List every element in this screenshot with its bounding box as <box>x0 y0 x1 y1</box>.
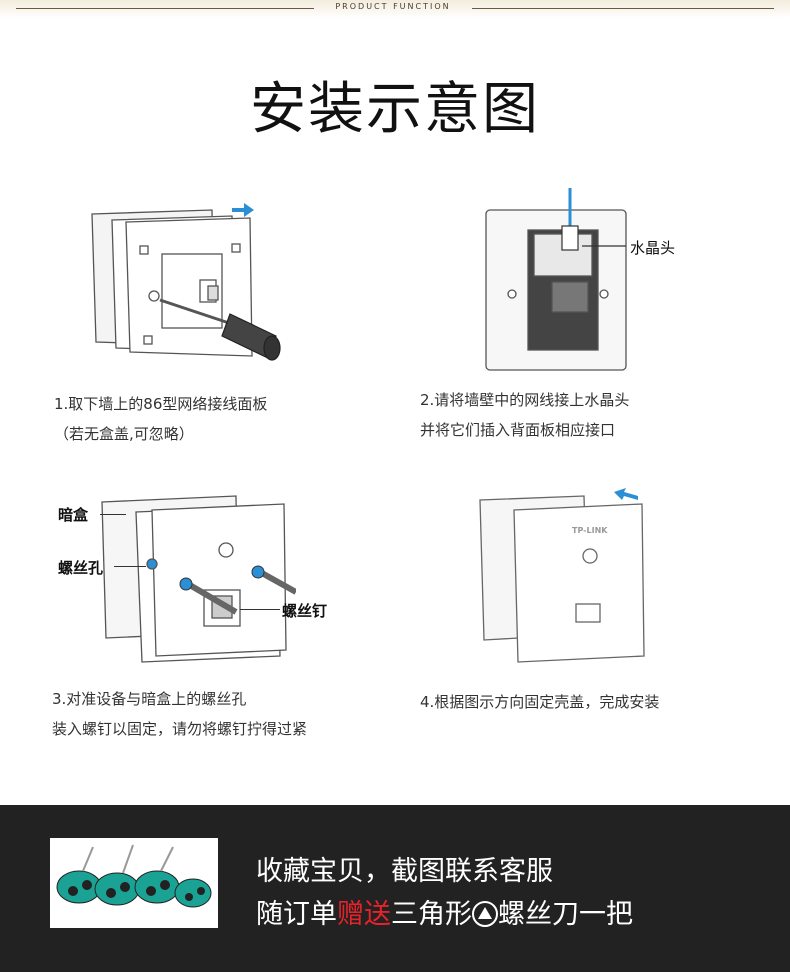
top-banner: PRODUCT FUNCTION <box>0 0 790 18</box>
figure-step-4 <box>479 488 645 663</box>
step-3-line-2: 装入螺钉以固定，请勿将螺钉拧得过紧 <box>52 720 308 738</box>
screws <box>179 565 296 615</box>
brand-label: TP-LINK <box>572 526 608 535</box>
page-title: 安装示意图 <box>250 77 540 142</box>
step-4-caption: 4.根据图示方向固定壳盖，完成安装 <box>420 687 659 717</box>
screw-label: 螺丝钉 <box>282 602 328 620</box>
divider-right <box>472 8 774 9</box>
step-1-line-2: （若无盒盖,可忽略） <box>54 425 194 443</box>
promo-line-1: 收藏宝贝，截图联系客服 <box>256 856 553 887</box>
arrow-right-icon <box>232 203 254 217</box>
figure-step-1 <box>91 203 281 361</box>
divider-left <box>16 8 314 9</box>
screw-leader <box>240 609 280 610</box>
screw-hole-leader <box>114 566 146 567</box>
promo-highlight: 赠送 <box>337 899 391 930</box>
step-2-caption: 2.请将墙壁中的网线接上水晶头 并将它们插入背面板相应接口 <box>420 385 629 445</box>
step-1-caption: 1.取下墙上的86型网络接线面板 （若无盒盖,可忽略） <box>54 389 267 449</box>
screw-hole-label: 螺丝孔 <box>58 559 104 577</box>
junction-box-leader <box>100 514 126 515</box>
promo-line-2-c: 螺丝刀一把 <box>498 899 633 930</box>
step-4-line-1: 4.根据图示方向固定壳盖，完成安装 <box>420 693 660 711</box>
step-2-line-1: 2.请将墙壁中的网线接上水晶头 <box>420 391 630 409</box>
screwdriver-photo <box>50 838 218 928</box>
promo-line-2-a: 随订单 <box>256 899 337 930</box>
section-label: PRODUCT FUNCTION <box>335 2 451 11</box>
promo-banner: 收藏宝贝，截图联系客服 随订单赠送三角形螺丝刀一把 <box>0 805 790 972</box>
crystal-head-label: 水晶头 <box>630 239 676 257</box>
junction-box-label: 暗盒 <box>58 506 89 524</box>
screwdriver <box>159 298 281 361</box>
step-3-line-1: 3.对准设备与暗盒上的螺丝孔 <box>52 690 247 708</box>
triangle-circle-icon <box>472 901 498 927</box>
arrow-left-icon <box>614 488 638 500</box>
step-1-line-1: 1.取下墙上的86型网络接线面板 <box>54 395 268 413</box>
step-2-line-2: 并将它们插入背面板相应接口 <box>420 421 616 439</box>
promo-line-2: 随订单赠送三角形螺丝刀一把 <box>256 892 633 931</box>
promo-line-2-b: 三角形 <box>391 899 472 930</box>
step-3-caption: 3.对准设备与暗盒上的螺丝孔 装入螺钉以固定，请勿将螺钉拧得过紧 <box>52 684 307 744</box>
figure-step-2 <box>485 188 627 371</box>
crystal-head <box>561 225 579 251</box>
figure-step-3 <box>101 495 296 663</box>
screwdriver-handles <box>56 844 212 908</box>
